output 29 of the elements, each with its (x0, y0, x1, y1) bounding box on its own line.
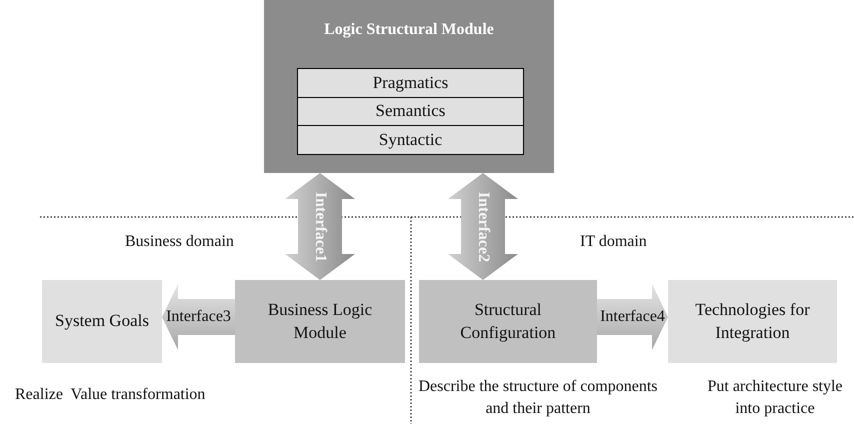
interface-arrow (285, 173, 355, 280)
layer-row (297, 68, 524, 98)
interface-arrow (597, 284, 668, 350)
process-box (235, 280, 405, 363)
domain-label: Business domain (125, 232, 234, 252)
edge-label: Interface1 (311, 191, 329, 262)
interface-arrow (448, 173, 518, 280)
process-box (42, 280, 162, 363)
layer-row (297, 125, 524, 155)
module-box (264, 0, 554, 173)
node-label: Semantics (376, 100, 446, 122)
interface-arrow (162, 284, 235, 350)
description-text: Put architecture style into practice (706, 377, 844, 419)
process-box (668, 280, 837, 363)
node-label: Pragmatics (372, 72, 448, 94)
node-label: System Goals (55, 310, 149, 332)
node-label: Technologies for Integration (694, 299, 811, 344)
node-label: Structural Configuration (459, 299, 557, 344)
edge-label: Interface2 (474, 191, 492, 262)
description-text: Describe the structure of components and their pattern (417, 377, 659, 419)
domain-label: IT domain (580, 232, 647, 252)
node-label: Business Logic Module (266, 299, 374, 344)
layer-row (297, 97, 524, 126)
edge-label: Interface3 (166, 308, 231, 326)
module-title: Logic Structural Module (324, 20, 494, 40)
description-text: Realize Value transformation (15, 385, 206, 405)
node-label: Syntactic (378, 128, 442, 151)
process-box (419, 280, 597, 363)
edge-label: Interface4 (600, 308, 665, 326)
